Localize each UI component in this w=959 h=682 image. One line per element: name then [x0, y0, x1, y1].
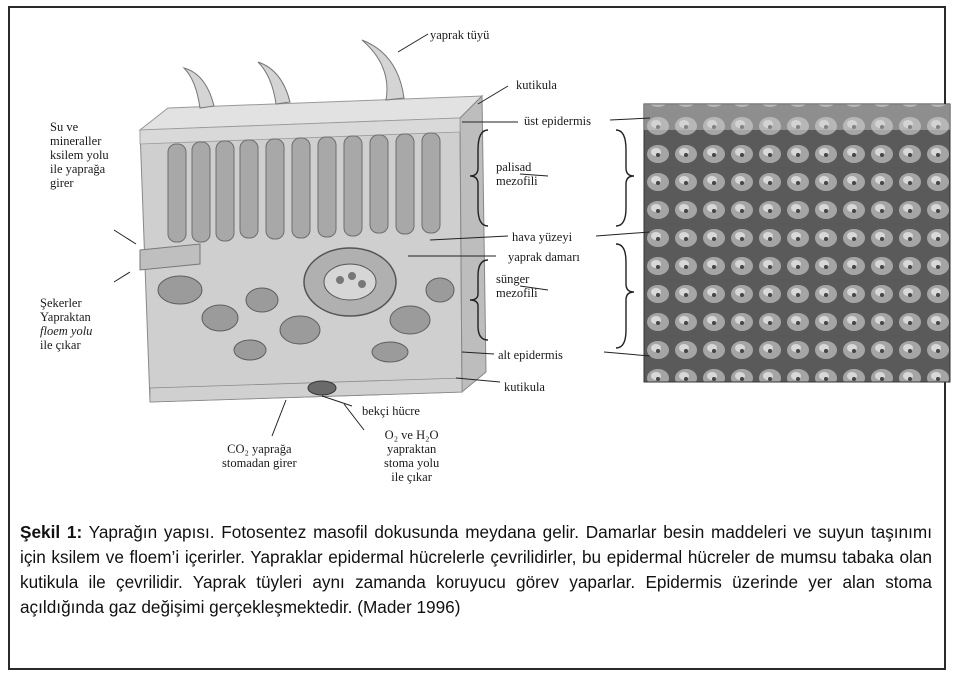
label-sugars-line3: floem yolu: [40, 324, 92, 338]
label-upper-epidermis: üst epidermis: [524, 114, 591, 128]
label-guard-cell: bekçi hücre: [362, 404, 420, 418]
label-o2-h2o: O₂ ve H₂O yapraktan stoma yolu ile çıkar: [384, 428, 439, 484]
label-palisade-mesophyll: palisad mezofili: [496, 160, 538, 188]
label-leaf-vein: yaprak damarı: [508, 250, 580, 264]
caption-label: Şekil 1:: [20, 522, 82, 542]
label-leaf-hair: yaprak tüyü: [430, 28, 489, 42]
label-cuticle-top: kutikula: [516, 78, 557, 92]
label-lower-epidermis: alt epidermis: [498, 348, 563, 362]
label-cuticle-bottom: kutikula: [504, 380, 545, 394]
stoma: [308, 381, 336, 395]
label-air-space: hava yüzeyi: [512, 230, 572, 244]
leaf-hairs: [184, 40, 404, 108]
label-water-minerals: Su ve mineraller ksilem yolu ile yaprağa…: [50, 120, 109, 190]
leaf-cross-section: [140, 96, 486, 402]
label-sugars-line2: Yapraktan: [40, 310, 91, 324]
label-sugars-line4: ile çıkar: [40, 338, 81, 352]
figure-caption: Şekil 1: Yaprağın yapısı. Fotosentez mas…: [20, 520, 932, 620]
caption-text: Yaprağın yapısı. Fotosentez masofil doku…: [20, 522, 932, 617]
label-spongy-mesophyll: sünger mezofili: [496, 272, 538, 300]
leaf-vein: [304, 248, 396, 316]
micrograph-photo: [644, 104, 950, 382]
palisade-cells: [168, 133, 440, 242]
label-sugars-line1: Şekerler: [40, 296, 82, 310]
label-co2: CO₂ yaprağa stomadan girer: [222, 442, 297, 470]
